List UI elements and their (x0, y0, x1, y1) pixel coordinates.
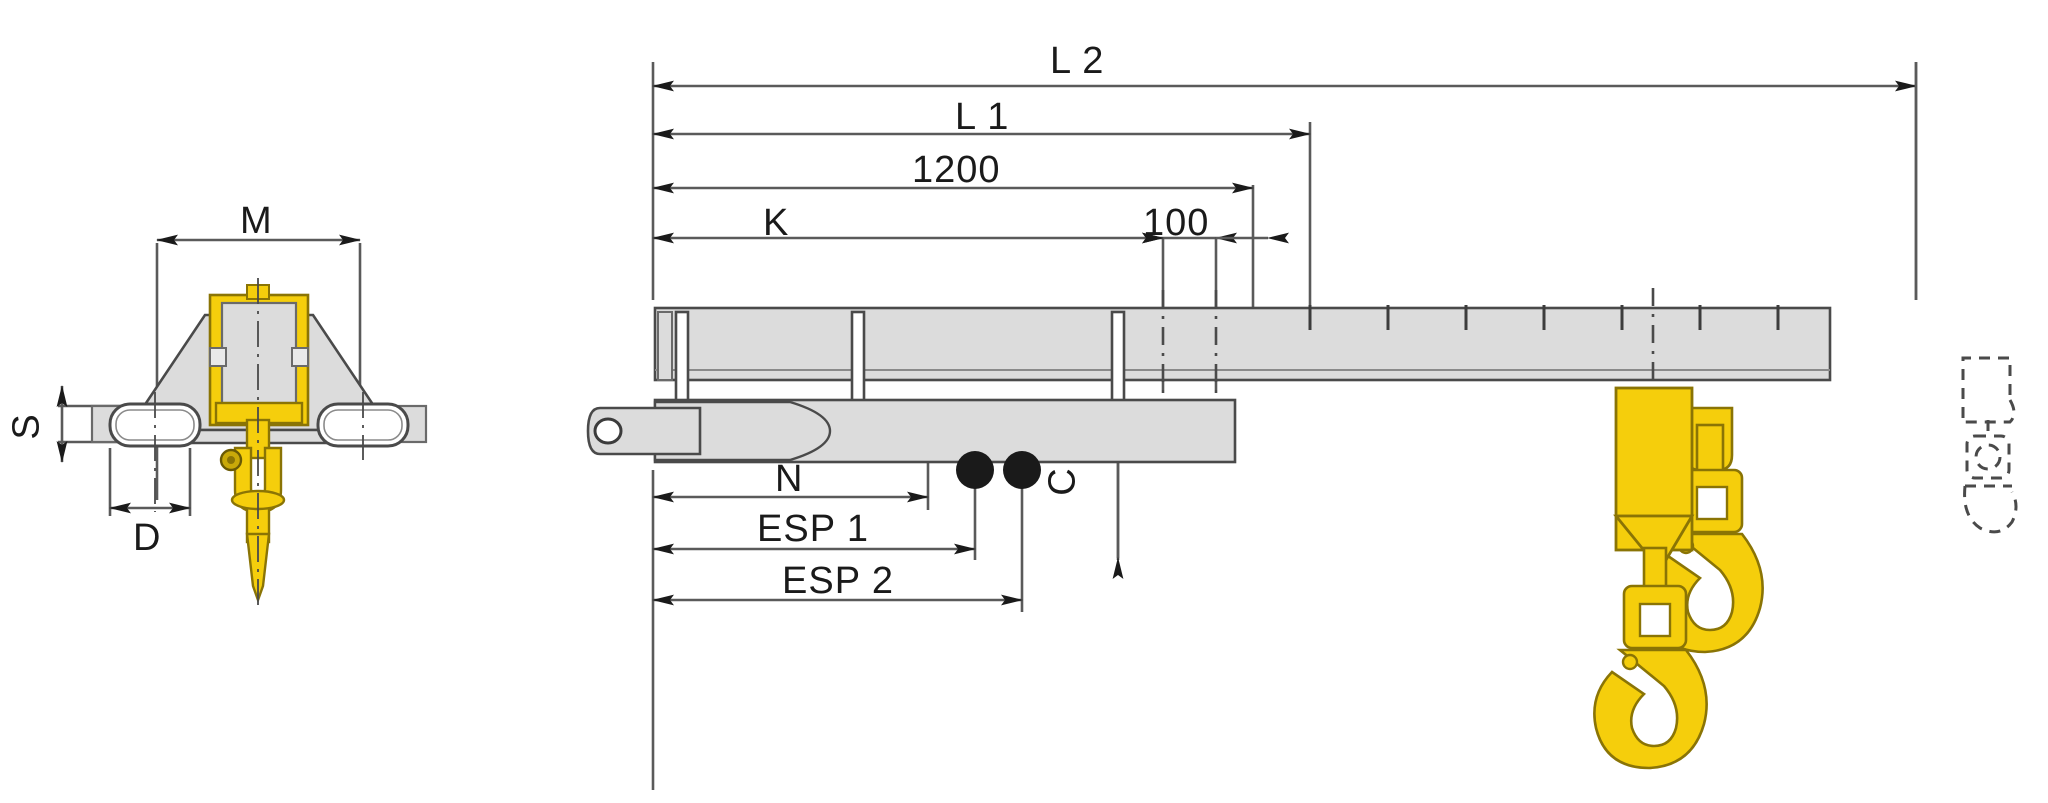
adjustment-dot-2 (1003, 451, 1041, 489)
dim-label-S: S (5, 413, 48, 440)
dim-label-ESP1: ESP 1 (757, 508, 870, 550)
dim-label-N: N (775, 458, 804, 500)
hook-assembly-front (1593, 386, 1708, 770)
adjustment-dot-1 (956, 451, 994, 489)
dim-label-1200: 1200 (912, 149, 1001, 191)
dim-label-C: C (1041, 467, 1084, 496)
dim-label-L1: L 1 (955, 96, 1010, 138)
centerlines-side-view (1161, 288, 1655, 400)
tie-bar-eye-hole (593, 417, 623, 445)
dim-label-D: D (133, 517, 162, 559)
trolley-body (220, 301, 298, 405)
dim-label-M: M (240, 200, 273, 242)
dimension-lines-end-view (56, 234, 362, 516)
adjustment-dots (956, 451, 1041, 489)
upright-rib-2 (850, 310, 866, 414)
side-view-geometry (586, 62, 2018, 770)
dim-label-K: K (763, 202, 790, 244)
beam-end-plate-left (657, 311, 673, 381)
hook-block-taper (1613, 514, 1695, 573)
right-lug (291, 347, 309, 367)
end-view-geometry (90, 278, 428, 610)
phantom-hook (1961, 356, 2018, 534)
dim-label-L2: L 2 (1050, 40, 1105, 82)
front-swivel-hook (1593, 648, 1708, 770)
left-lug (209, 347, 227, 367)
graduation-ticks (1308, 305, 1780, 330)
dim-label-100: 100 (1143, 202, 1210, 244)
dimension-arrow-lines-side-view (652, 80, 1917, 606)
hook-tip (245, 532, 271, 604)
dim-label-ESP2: ESP 2 (782, 560, 895, 602)
upright-rib-1 (674, 310, 690, 414)
tie-bar-eye-body (586, 406, 702, 456)
centerlines-end-view (154, 278, 364, 610)
